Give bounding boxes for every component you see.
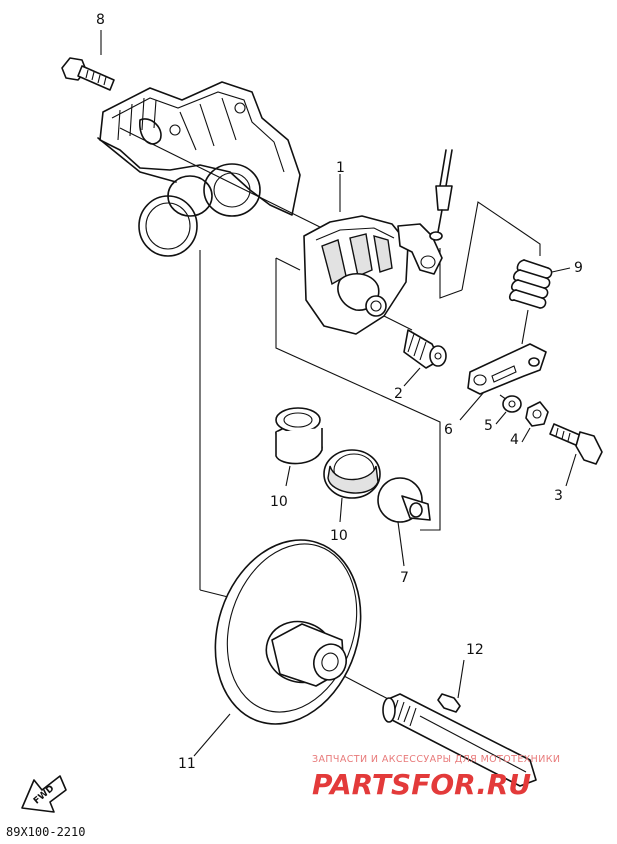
callout-10b: 10 bbox=[330, 528, 348, 544]
engine-case-outline bbox=[97, 81, 301, 217]
shaft bbox=[382, 693, 537, 787]
cable bbox=[429, 149, 453, 241]
callout-12: 12 bbox=[466, 642, 484, 658]
o-ring bbox=[138, 195, 198, 257]
cap-7 bbox=[377, 477, 431, 567]
callout-6: 6 bbox=[444, 422, 453, 438]
lever-6 bbox=[459, 343, 547, 421]
spring-9 bbox=[508, 259, 571, 309]
callout-4: 4 bbox=[510, 432, 519, 448]
callout-11: 11 bbox=[178, 756, 196, 772]
diagram-code: 89X100-2210 bbox=[6, 825, 85, 839]
bushing-10b bbox=[323, 449, 381, 523]
bushing-10a bbox=[275, 407, 323, 487]
callout-5: 5 bbox=[484, 418, 493, 434]
callout-3: 3 bbox=[554, 488, 563, 504]
key-12 bbox=[437, 659, 465, 713]
callout-8: 8 bbox=[96, 12, 105, 28]
nut-4 bbox=[521, 401, 549, 443]
collar-2 bbox=[403, 329, 447, 387]
bolt-3 bbox=[549, 423, 603, 487]
sheave-11 bbox=[193, 539, 362, 757]
housing-1 bbox=[303, 174, 443, 335]
watermark-logo: PARTSFOR.RU bbox=[312, 768, 531, 801]
callout-7: 7 bbox=[400, 570, 409, 586]
watermark-caption: ЗАПЧАСТИ И АКСЕССУАРЫ ДЛЯ МОТОТЕХНИКИ bbox=[312, 754, 560, 765]
callout-1: 1 bbox=[336, 160, 345, 176]
washer-5 bbox=[495, 395, 522, 425]
bolt-8 bbox=[61, 30, 115, 91]
callout-9: 9 bbox=[574, 260, 583, 276]
forward-arrow-icon: FWD bbox=[21, 775, 67, 813]
callout-2: 2 bbox=[394, 386, 403, 402]
callout-10a: 10 bbox=[270, 494, 288, 510]
